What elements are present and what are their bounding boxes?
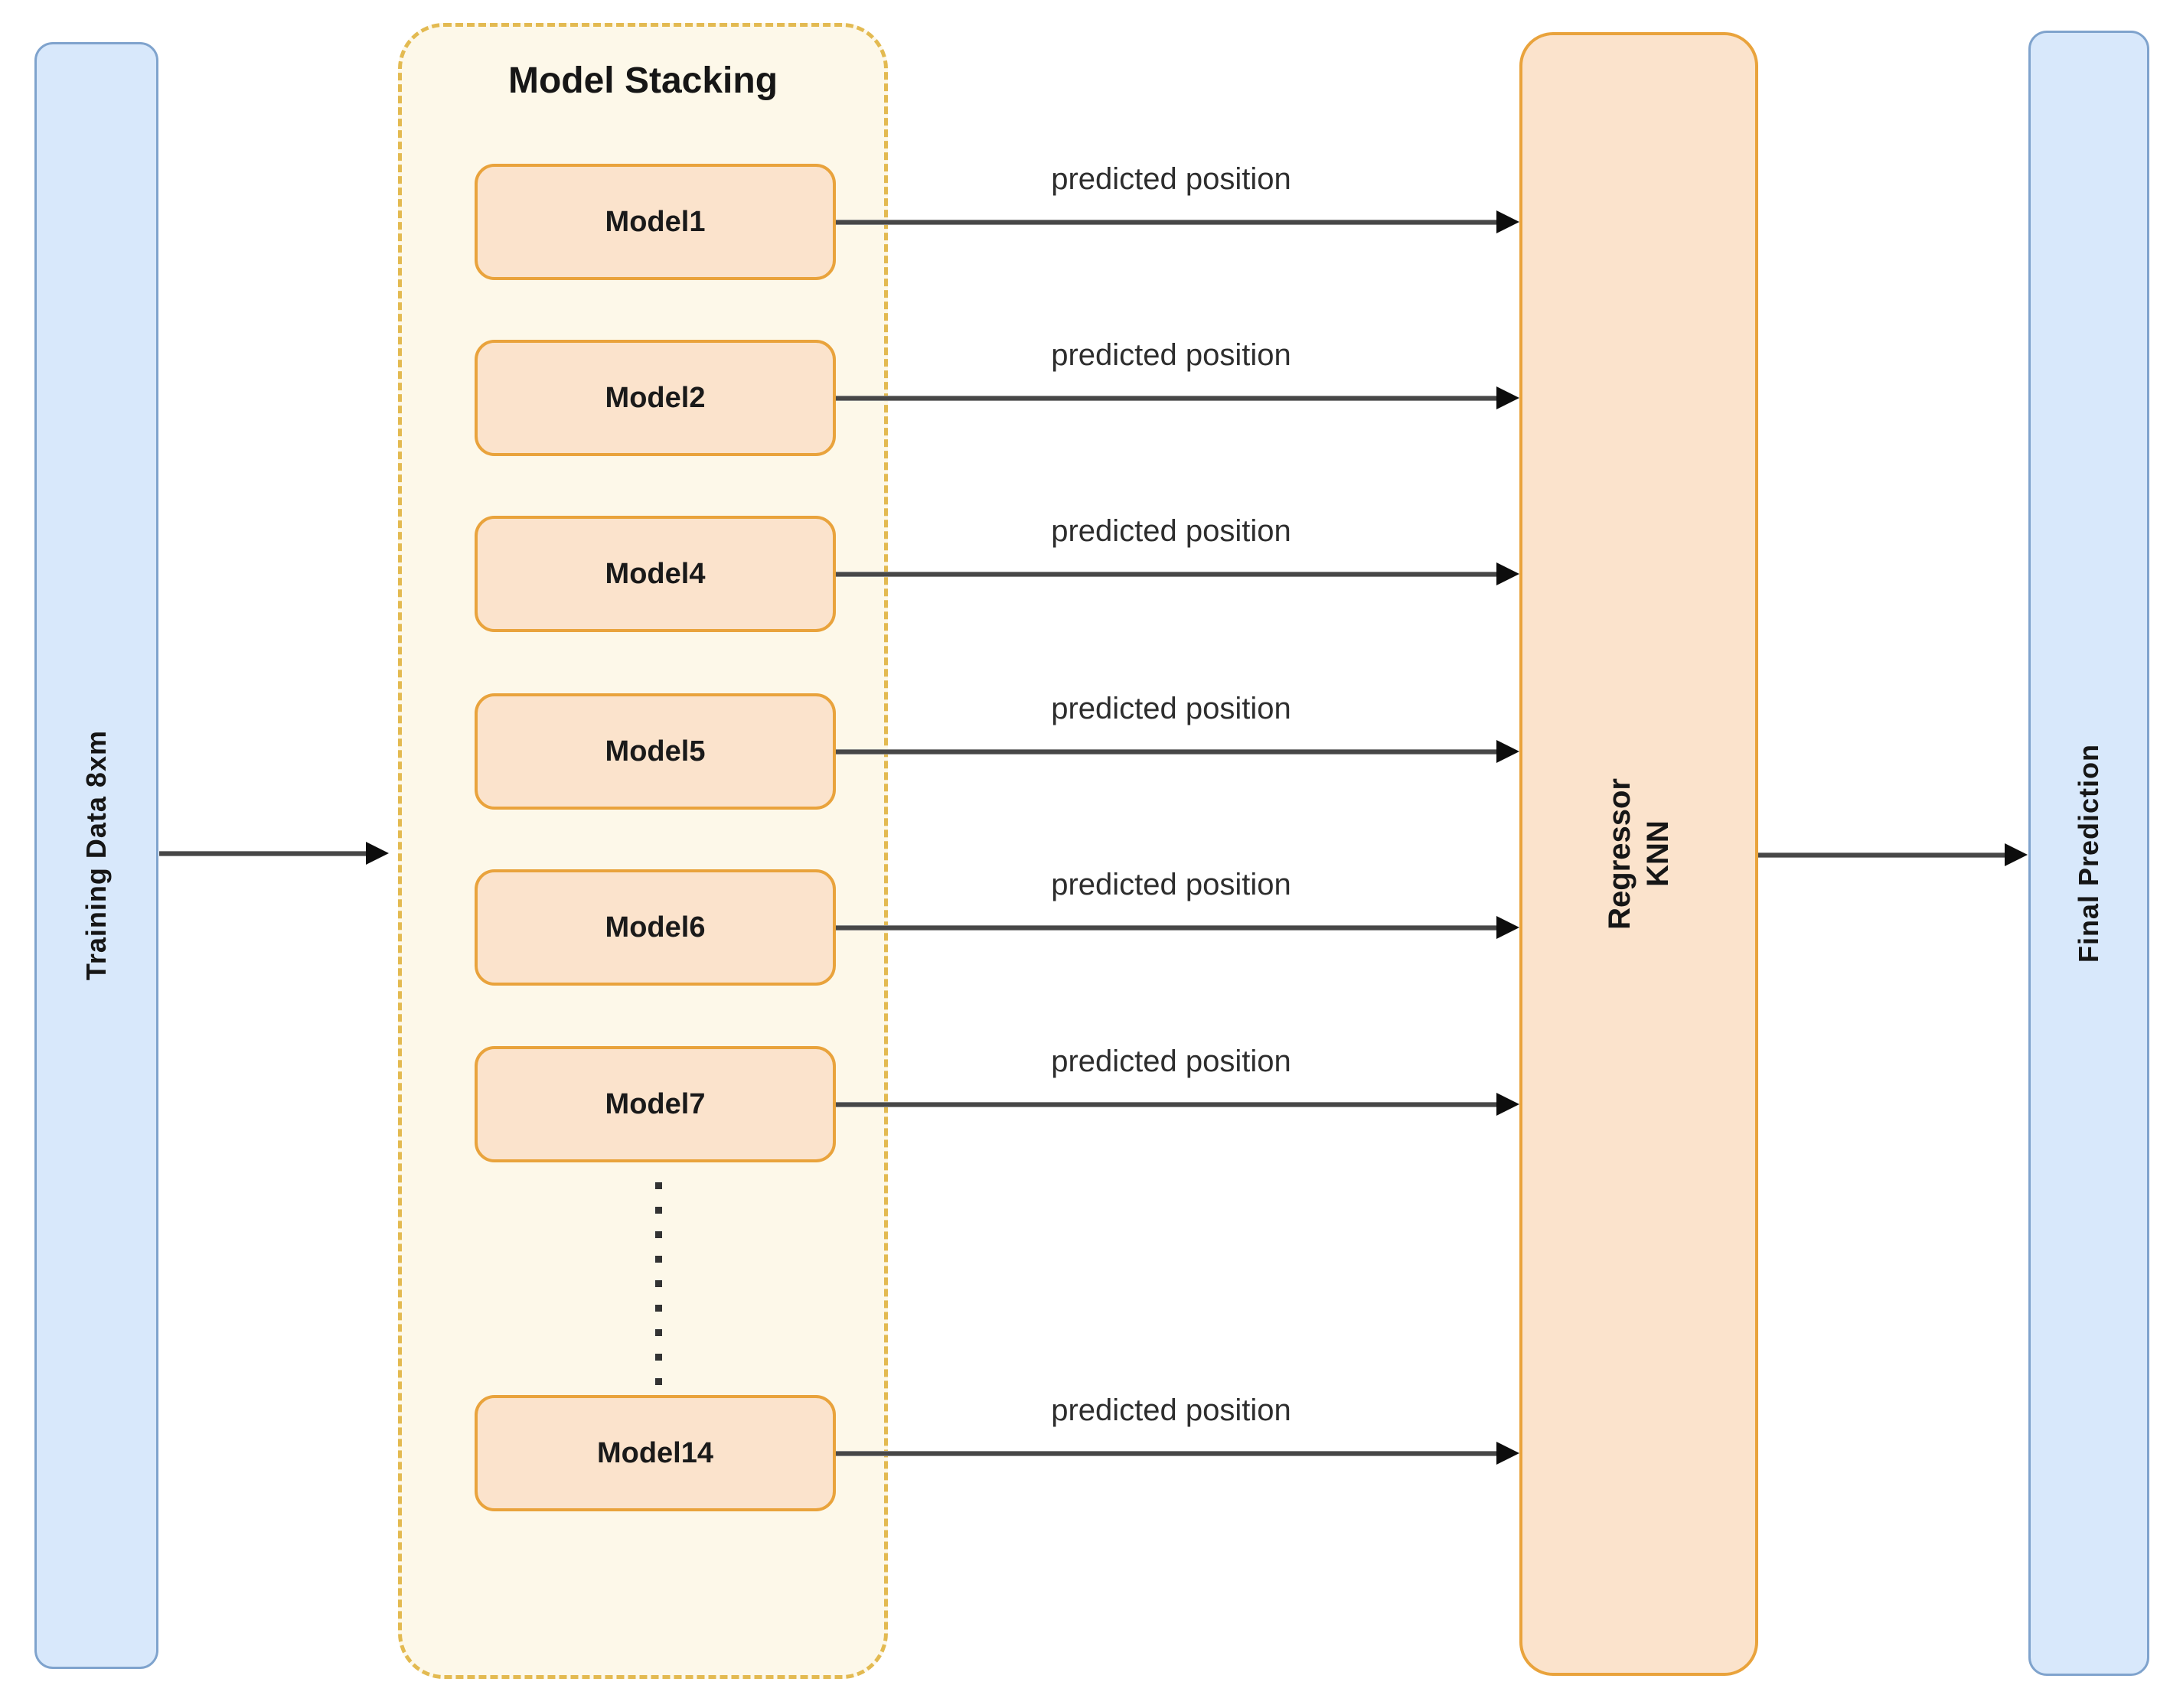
arrow-shaft [1758,853,2009,857]
final-prediction-bar: Final Prediction [2028,31,2149,1676]
arrow-head-icon [1496,210,1519,233]
arrow-model14-to-regressor [836,1442,1519,1465]
arrow-head-icon [1496,386,1519,409]
arrow-head-icon [1496,1442,1519,1465]
arrow-shaft [159,852,370,856]
arrow-head-icon [1496,562,1519,585]
arrow-shaft [836,750,1501,754]
arrow-shaft [836,926,1501,930]
model-box-7: Model7 [475,1046,836,1162]
regressor-knn-label: Regressor KNN [1603,778,1675,930]
arrow-label-predicted-position: predicted position [1051,1045,1291,1078]
arrow-model1-to-regressor [836,210,1519,233]
arrow-model6-to-regressor [836,916,1519,939]
training-data-label: Training Data 8xm [80,730,112,981]
arrow-shaft [836,396,1501,400]
regressor-knn-box: Regressor KNN [1519,32,1758,1676]
arrow-model7-to-regressor [836,1093,1519,1116]
model-box-14: Model14 [475,1395,836,1511]
arrow-label-predicted-position: predicted position [1051,868,1291,901]
arrow-model5-to-regressor [836,740,1519,763]
arrow-label-predicted-position: predicted position [1051,692,1291,725]
arrow-head-icon [1496,916,1519,939]
arrow-shaft [836,220,1501,224]
arrow-label-predicted-position: predicted position [1051,514,1291,548]
arrow-input-to-stacking [159,842,389,865]
model-box-6: Model6 [475,869,836,986]
model-box-1: Model1 [475,164,836,280]
ellipsis-dots-icon [655,1182,662,1390]
arrow-head-icon [1496,740,1519,763]
arrow-head-icon [2005,843,2028,866]
arrow-label-predicted-position: predicted position [1051,338,1291,372]
arrow-shaft [836,1103,1501,1107]
arrow-shaft [836,572,1501,576]
final-prediction-label: Final Prediction [2073,743,2104,963]
arrow-model4-to-regressor [836,562,1519,585]
arrow-label-predicted-position: predicted position [1051,162,1291,196]
model-box-5: Model5 [475,693,836,810]
arrow-label-predicted-position: predicted position [1051,1393,1291,1427]
arrow-head-icon [366,842,389,865]
arrow-shaft [836,1452,1501,1455]
arrow-regressor-to-output [1758,843,2028,866]
model-stacking-title: Model Stacking [507,60,778,101]
arrow-head-icon [1496,1093,1519,1116]
training-data-bar: Training Data 8xm [34,42,158,1669]
model-box-4: Model4 [475,516,836,632]
model-box-2: Model2 [475,340,836,456]
arrow-model2-to-regressor [836,386,1519,409]
